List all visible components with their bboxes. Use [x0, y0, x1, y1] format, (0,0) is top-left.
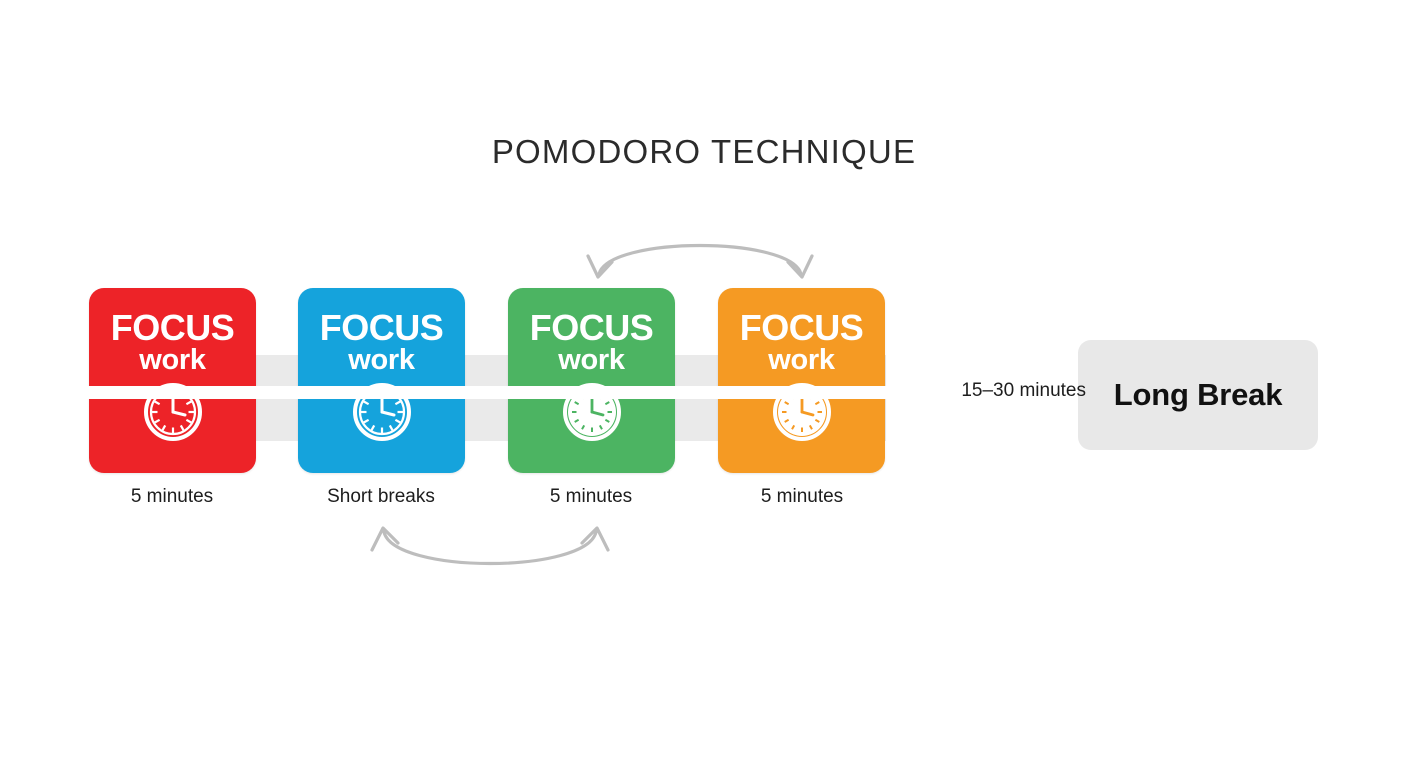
- card-focus-label: FOCUS: [529, 307, 654, 348]
- card-duration-label-1: 5 minutes: [130, 486, 214, 507]
- clock-icon: [561, 381, 623, 443]
- cycle-arrow-top: [575, 222, 825, 297]
- clock-icon: [771, 381, 833, 443]
- card-focus-label: FOCUS: [739, 307, 864, 348]
- card-work-label: work: [768, 344, 835, 376]
- card-work-label: work: [558, 344, 625, 376]
- card-focus-label: FOCUS: [319, 307, 444, 348]
- pomodoro-card-4[interactable]: FOCUS work: [718, 288, 885, 473]
- card-duration-label-3: 5 minutes: [549, 486, 633, 507]
- long-break-duration-label: 15–30 minutes: [961, 380, 1086, 401]
- pomodoro-card-1[interactable]: FOCUS work: [89, 288, 256, 473]
- card-duration-label-4: 5 minutes: [760, 486, 844, 507]
- cycle-arrow-bottom: [360, 512, 620, 592]
- card-work-label: work: [348, 344, 415, 376]
- card-focus-label: FOCUS: [110, 307, 235, 348]
- card-duration-label-2: Short breaks: [327, 486, 435, 507]
- pomodoro-card-3[interactable]: FOCUS work: [508, 288, 675, 473]
- long-break-label: Long Break: [1113, 377, 1283, 412]
- pomodoro-card-2[interactable]: FOCUS work: [298, 288, 465, 473]
- long-break-card[interactable]: Long Break: [1078, 340, 1318, 450]
- band-gap-strip: [70, 386, 905, 399]
- page-title: POMODORO TECHNIQUE: [491, 133, 917, 170]
- card-work-label: work: [139, 344, 206, 376]
